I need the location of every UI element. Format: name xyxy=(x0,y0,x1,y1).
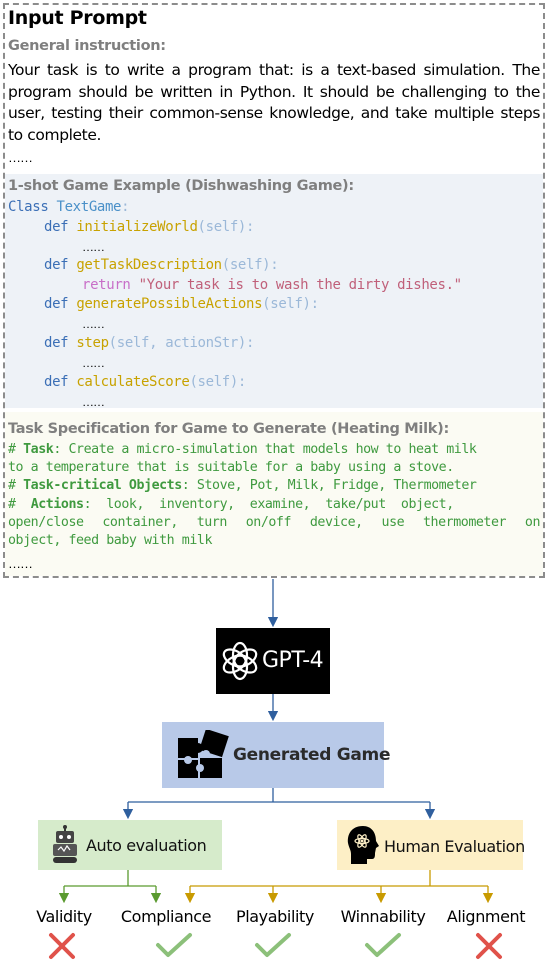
metric-playability: Playability xyxy=(235,907,314,926)
code-def-step: def step(self, actionStr): xyxy=(44,335,255,351)
spec-task-line: # Task: Create a micro-simulation that m… xyxy=(8,442,477,457)
spec-task-line-2: to a temperature that is suitable for a … xyxy=(8,460,454,475)
code-def-possible-actions: def generatePossibleActions(self): xyxy=(44,296,319,312)
check-icon-compliance xyxy=(156,933,192,957)
human-head-icon xyxy=(347,826,379,864)
gpt4-label: GPT-4 xyxy=(262,648,324,673)
code-def-task-description: def getTaskDescription(self): xyxy=(44,257,279,273)
input-prompt-box xyxy=(3,3,545,578)
spec-actions-line-3: object, feed baby with milk xyxy=(8,533,212,548)
metric-alignment: Alignment xyxy=(446,907,526,926)
spec-ellipsis: …… xyxy=(8,556,33,571)
puzzle-icon xyxy=(178,730,229,778)
code-dots-1: …… xyxy=(82,240,105,254)
openai-logo-icon xyxy=(222,641,258,681)
prompt-title: Input Prompt xyxy=(8,7,147,29)
code-def-initialize: def initializeWorld(self): xyxy=(44,219,255,235)
check-icon-winnability xyxy=(365,933,401,957)
task-spec-heading: Task Specification for Game to Generate … xyxy=(8,421,449,437)
general-instruction-heading: General instruction: xyxy=(8,38,166,54)
spec-actions-line: # Actions: look, inventory, examine, tak… xyxy=(8,497,454,512)
check-icon-playability xyxy=(255,933,291,957)
general-ellipsis: …… xyxy=(8,150,33,165)
task-spec-background xyxy=(5,412,543,576)
code-dots-3: …… xyxy=(82,356,105,370)
code-return-line: return "Your task is to wash the dirty d… xyxy=(82,277,462,293)
general-instruction-text: Your task is to write a program that: is… xyxy=(8,61,540,144)
code-dots-2: …… xyxy=(82,317,105,331)
code-dots-4: …… xyxy=(82,395,105,409)
cross-icon-alignment xyxy=(476,933,502,959)
spec-actions-line-2: open/close container, turn on/off device… xyxy=(8,515,540,530)
code-def-calculate-score: def calculateScore(self): xyxy=(44,374,247,390)
game-example-background xyxy=(5,174,543,408)
metric-compliance: Compliance xyxy=(120,907,212,926)
auto-evaluation-label: Auto evaluation xyxy=(86,836,207,855)
cross-icon-validity xyxy=(49,933,75,959)
metric-validity: Validity xyxy=(36,907,92,926)
game-example-heading: 1-shot Game Example (Dishwashing Game): xyxy=(8,178,354,194)
spec-objects-line: # Task-critical Objects: Stove, Pot, Mil… xyxy=(8,478,477,493)
human-evaluation-label: Human Evaluation xyxy=(384,837,525,856)
code-class-line: Class TextGame: xyxy=(8,199,130,215)
generated-game-box xyxy=(162,722,384,788)
generated-game-label: Generated Game xyxy=(233,745,391,765)
robot-icon xyxy=(53,825,77,863)
metric-winnability: Winnability xyxy=(340,907,426,926)
